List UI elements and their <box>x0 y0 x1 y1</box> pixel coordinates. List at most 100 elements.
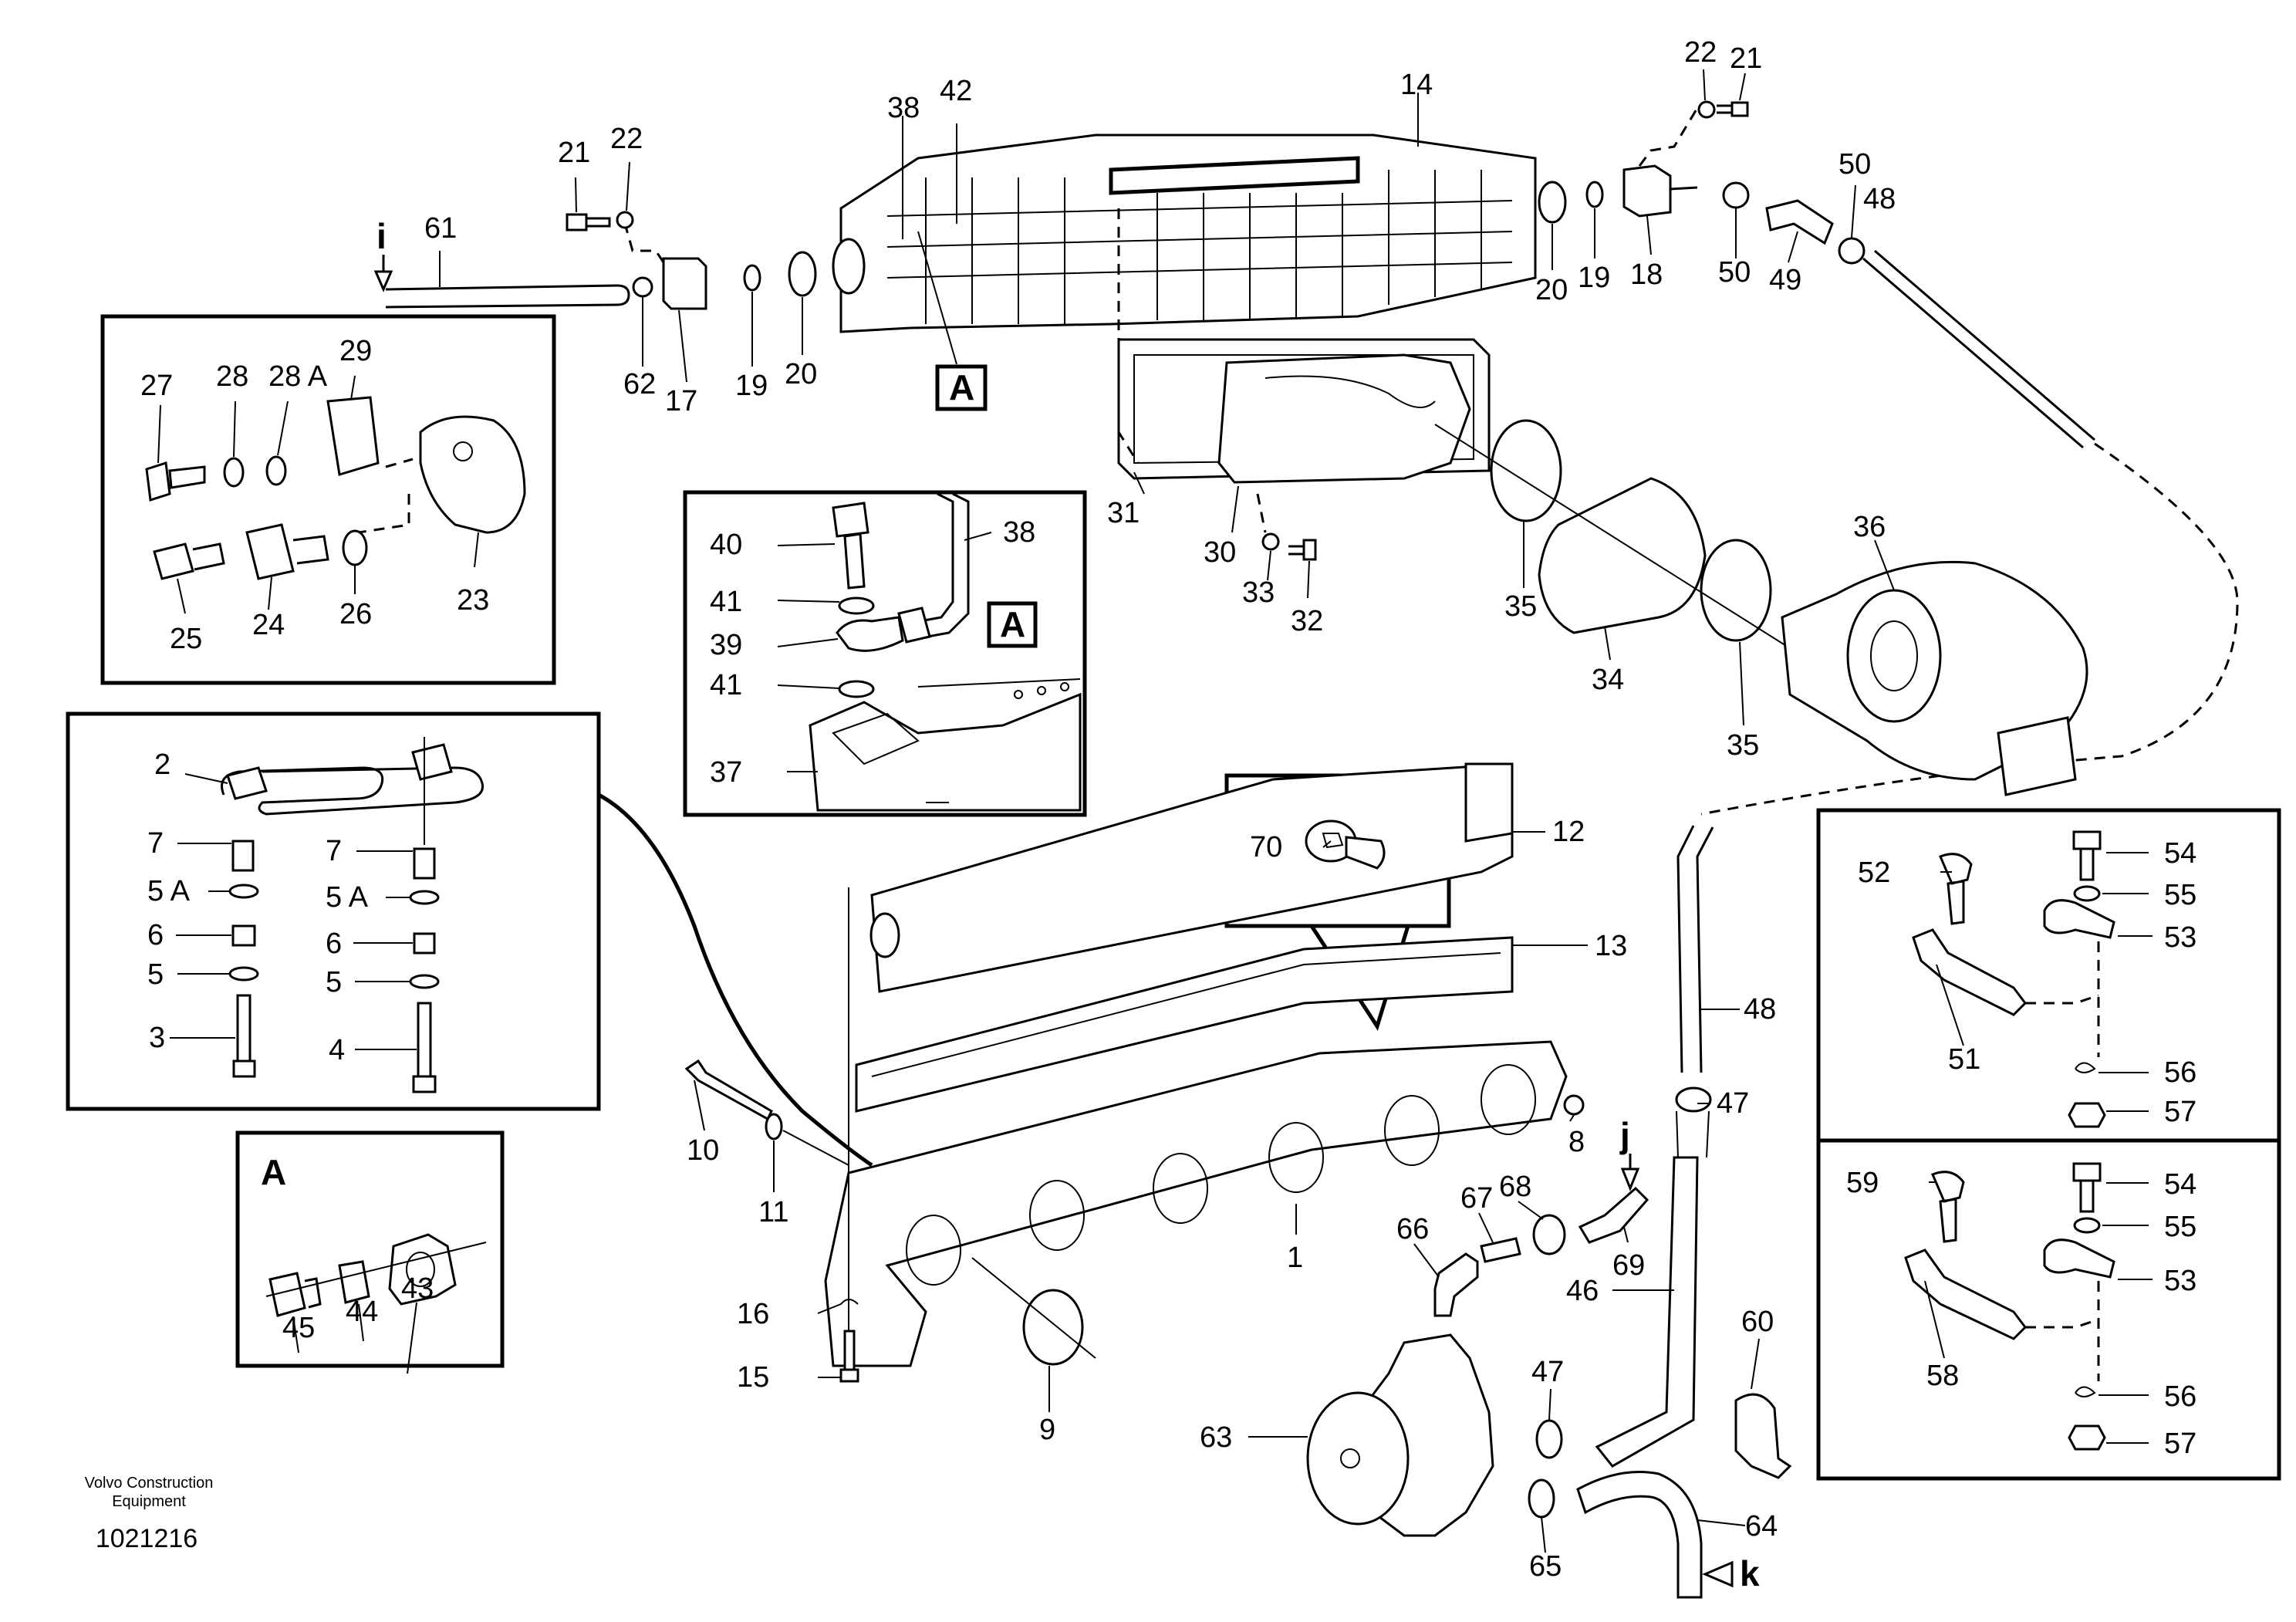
label-6-right: 6 <box>326 928 342 960</box>
label-42: 42 <box>940 75 972 107</box>
clamp-47-lower <box>1535 1419 1563 1459</box>
washer-22-right <box>1697 100 1716 119</box>
nut-57-lower <box>2068 1424 2106 1451</box>
bolt-21-left <box>566 213 611 231</box>
label-69: 69 <box>1612 1249 1645 1282</box>
washer-33 <box>1261 532 1280 551</box>
clamp-65 <box>1528 1478 1555 1519</box>
label-17: 17 <box>665 385 697 417</box>
flow-arrow-k <box>1702 1560 1734 1588</box>
sleeve-7-right <box>413 847 436 880</box>
plug-25 <box>153 542 225 580</box>
label-20-left: 20 <box>785 358 817 390</box>
washer-5a-right <box>409 890 440 905</box>
washer-5-right <box>409 974 440 989</box>
banjo-39 <box>836 616 904 652</box>
adapter-24 <box>245 523 329 580</box>
label-38-inset: 38 <box>1003 516 1035 549</box>
hose-69 <box>1578 1186 1649 1244</box>
label-8: 8 <box>1568 1126 1585 1158</box>
label-54-upper: 54 <box>2164 837 2196 870</box>
washer-55-upper <box>2073 885 2101 902</box>
label-47-upper: 47 <box>1717 1087 1749 1120</box>
label-21-right: 21 <box>1730 42 1762 75</box>
label-3: 3 <box>149 1022 165 1054</box>
label-2: 2 <box>154 748 171 781</box>
hose-49 <box>1765 199 1834 245</box>
label-19-left: 19 <box>735 370 768 402</box>
pipe-61 <box>385 284 630 309</box>
heater-coil <box>221 766 485 816</box>
label-39: 39 <box>710 629 742 661</box>
nut-6-left <box>231 924 256 947</box>
hose-64 <box>1576 1471 1703 1599</box>
nut-57-upper <box>2068 1102 2106 1128</box>
bolt-40 <box>832 502 869 590</box>
label-43: 43 <box>401 1272 434 1305</box>
seal-ring-9 <box>1022 1289 1084 1366</box>
label-22-left: 22 <box>610 123 643 155</box>
label-19-right: 19 <box>1578 262 1610 294</box>
label-65: 65 <box>1529 1550 1562 1583</box>
label-26: 26 <box>339 598 372 630</box>
detail-ref-a-banjo: A <box>1000 604 1025 644</box>
clamp-50-right <box>1838 237 1866 265</box>
label-41-upper: 41 <box>710 586 742 618</box>
washer-19-right <box>1585 181 1604 208</box>
label-50-left: 50 <box>1718 256 1751 289</box>
seal-20-right <box>1538 181 1567 224</box>
label-29: 29 <box>339 335 372 367</box>
stud-3 <box>232 994 256 1078</box>
document-number: 1021216 <box>96 1524 198 1553</box>
label-60: 60 <box>1741 1306 1774 1338</box>
label-64: 64 <box>1745 1510 1778 1543</box>
washer-55-lower <box>2073 1217 2101 1234</box>
label-36: 36 <box>1853 511 1886 543</box>
pipe-38 <box>898 492 970 642</box>
label-46: 46 <box>1566 1275 1599 1307</box>
clamp-35-lower <box>1700 539 1772 642</box>
washer-41-upper <box>838 596 875 615</box>
clip-56-upper <box>2075 1062 2096 1073</box>
plug-8 <box>1563 1094 1585 1116</box>
label-33: 33 <box>1242 576 1275 609</box>
pipe-48-lower <box>1676 825 1714 1073</box>
label-70: 70 <box>1250 831 1282 863</box>
washer-26 <box>342 529 368 566</box>
label-50-right: 50 <box>1838 148 1871 181</box>
label-58: 58 <box>1926 1360 1959 1392</box>
label-53-lower: 53 <box>2164 1265 2196 1297</box>
label-54-lower: 54 <box>2164 1168 2196 1201</box>
label-53-upper: 53 <box>2164 921 2196 954</box>
washer-5a-left <box>228 884 259 899</box>
label-55-upper: 55 <box>2164 879 2196 911</box>
label-34: 34 <box>1592 664 1624 696</box>
clamp-53-upper <box>2043 899 2115 939</box>
washer-28a <box>265 455 287 486</box>
label-37: 37 <box>710 756 742 789</box>
label-47-lower: 47 <box>1531 1356 1564 1388</box>
label-48-upper: 48 <box>1863 183 1896 215</box>
nut-banjo <box>897 607 931 644</box>
label-12: 12 <box>1552 816 1585 848</box>
label-52: 52 <box>1858 857 1890 889</box>
publisher-line-2: Equipment <box>112 1493 186 1510</box>
detail-ref-a-main: A <box>949 367 974 407</box>
washer-11 <box>765 1113 783 1140</box>
water-pump-63 <box>1306 1333 1494 1537</box>
gasket-13 <box>855 936 1514 1113</box>
label-4: 4 <box>329 1034 345 1066</box>
label-24: 24 <box>252 609 285 641</box>
label-15: 15 <box>737 1361 769 1394</box>
elbow-30 <box>1217 353 1471 484</box>
label-57-lower: 57 <box>2164 1428 2196 1460</box>
flange-17 <box>662 257 707 310</box>
label-35-lower: 35 <box>1727 729 1759 762</box>
label-28: 28 <box>216 360 248 393</box>
washer-41-lower <box>838 680 875 698</box>
screw-32 <box>1288 539 1317 561</box>
label-21-left: 21 <box>558 137 590 169</box>
bolt-54-upper <box>2072 830 2102 881</box>
label-62: 62 <box>623 368 656 400</box>
